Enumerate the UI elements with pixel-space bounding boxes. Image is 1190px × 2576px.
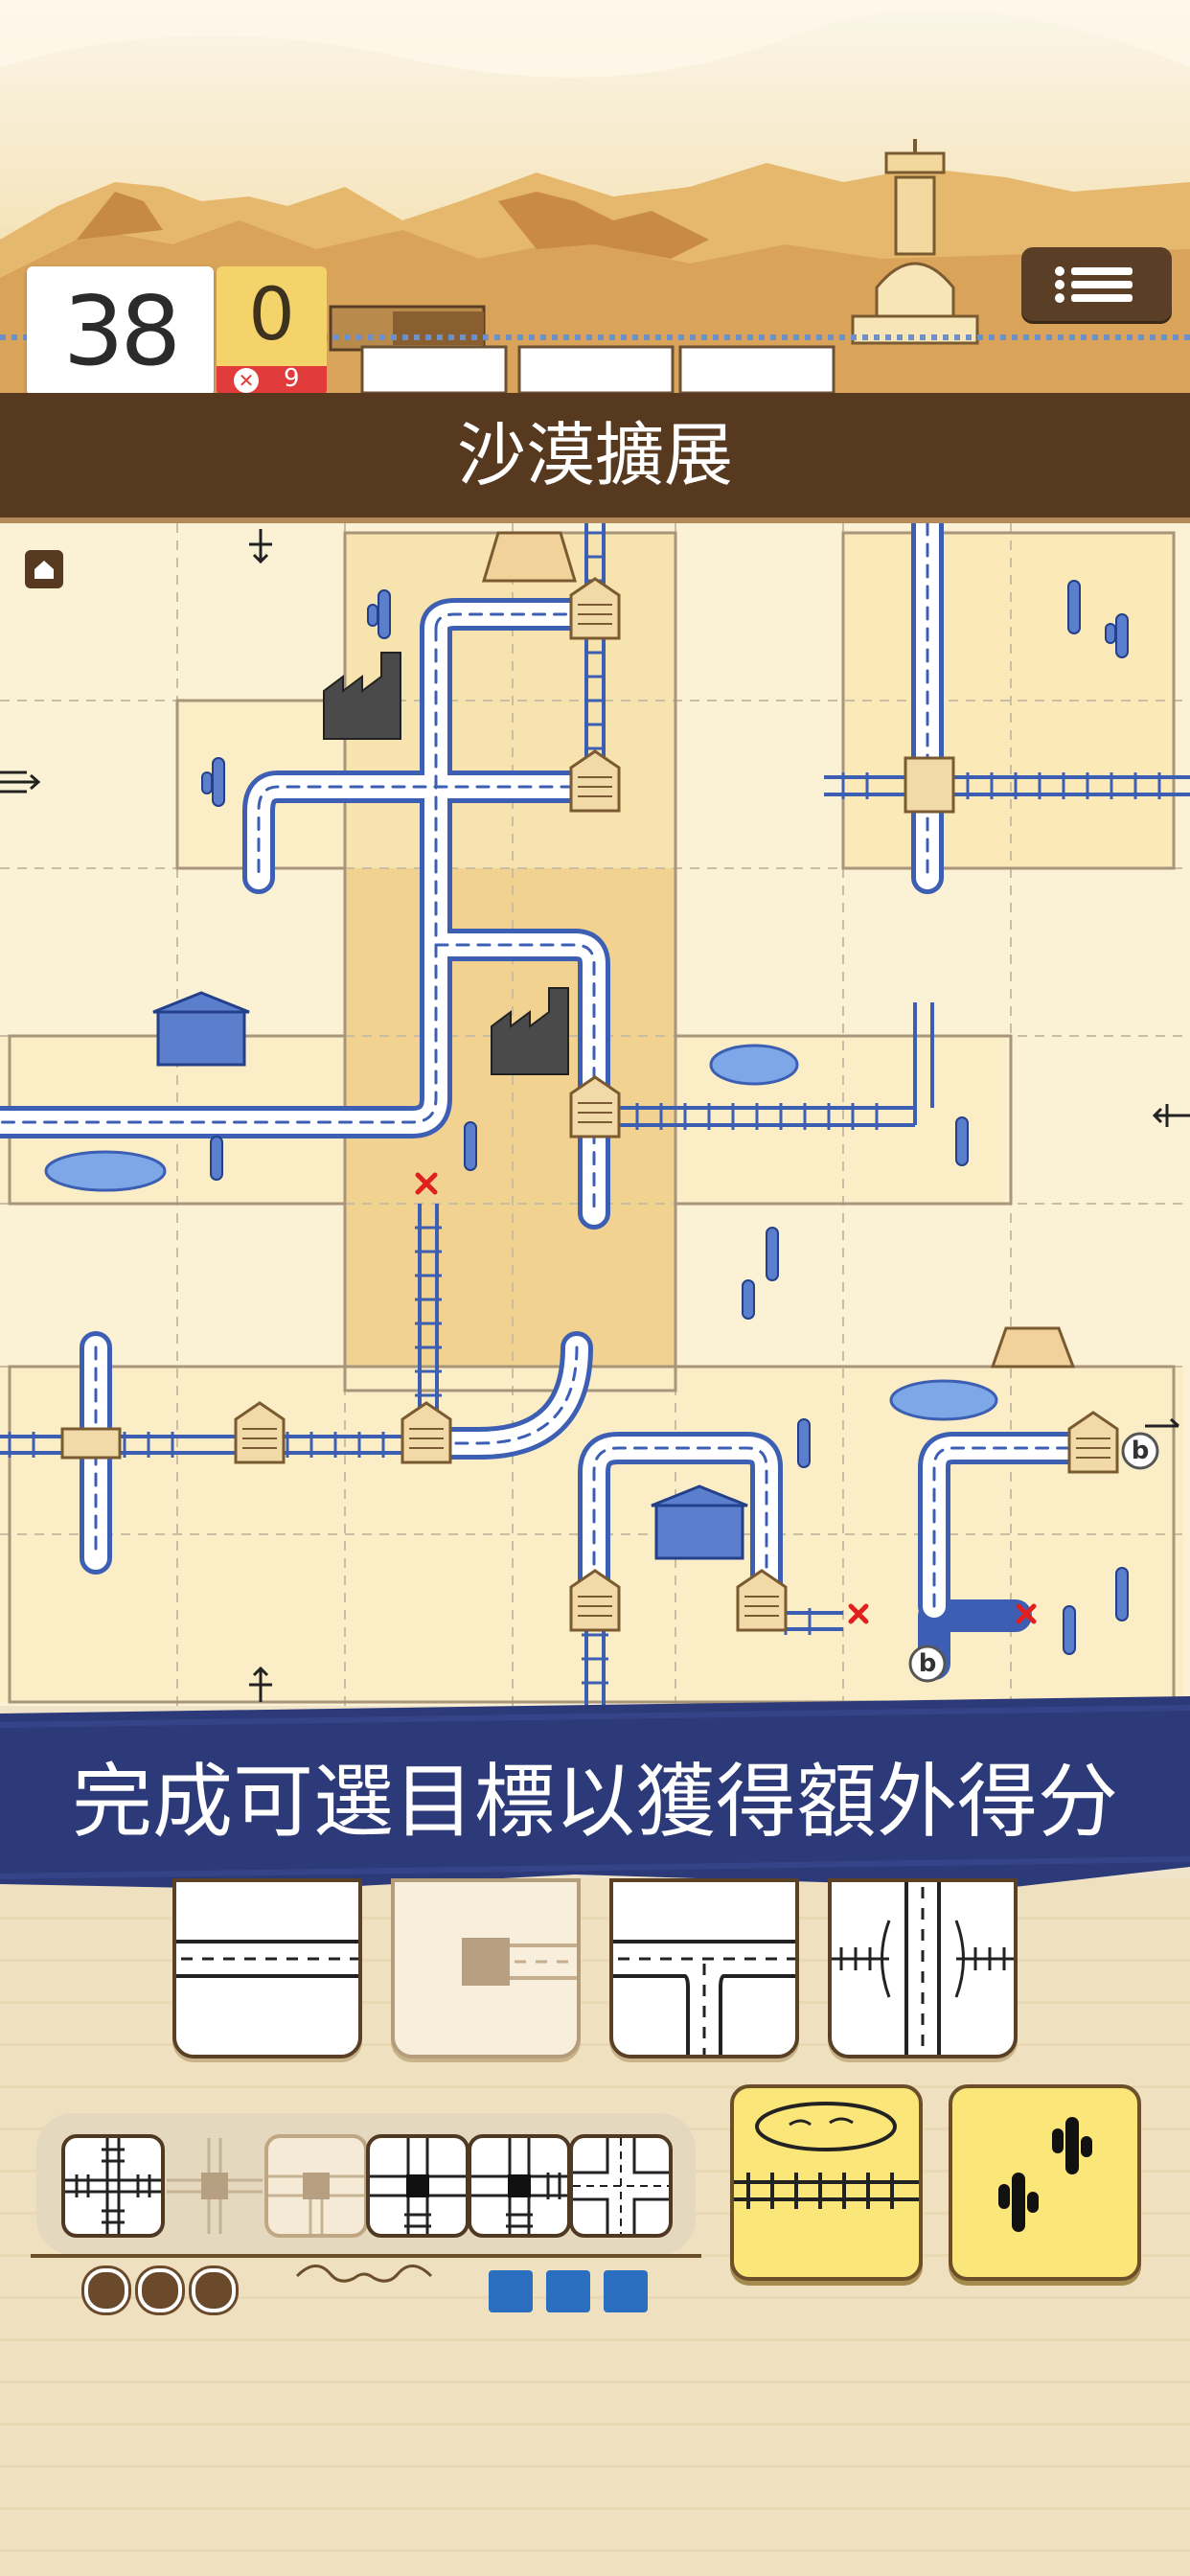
blocked-x-icon (415, 1172, 1037, 1624)
menu-button[interactable] (1021, 247, 1172, 321)
road-t-junction-icon (613, 1940, 795, 2055)
road-cross-icon (573, 2138, 669, 2234)
oasis-icon (44, 1044, 998, 1421)
die-station-road-rail[interactable] (366, 2134, 469, 2238)
station-junction-icon (370, 2138, 466, 2234)
level-title: 沙漠擴展 (456, 415, 733, 495)
tray-divider (31, 2254, 701, 2258)
special-tile-cactus[interactable] (949, 2084, 1141, 2281)
station-icon (546, 2270, 590, 2312)
saloon-icon (152, 991, 748, 1560)
score-value: 38 (62, 275, 181, 387)
landscape-header (0, 0, 1190, 393)
die-road-cross[interactable] (569, 2134, 673, 2238)
stupa-icon (851, 139, 979, 345)
station-icon (489, 2270, 533, 2312)
rail-cross-icon (65, 2138, 161, 2234)
route-tile-straight[interactable] (172, 1878, 362, 2058)
home-icon (34, 561, 54, 579)
list-menu-icon (1055, 266, 1133, 303)
route-tile-used[interactable] (391, 1878, 581, 2058)
rail-station-icon (167, 2138, 263, 2234)
station-icon (604, 2270, 648, 2312)
special-tile-oasis-rail[interactable] (730, 2084, 923, 2281)
exit-badge-bottom: b (918, 1649, 937, 1678)
exit-badge-right: b (1131, 1437, 1150, 1465)
die-station-cross[interactable] (468, 2134, 571, 2238)
ornament-flourish (295, 2265, 433, 2283)
coin-icon (138, 2268, 182, 2312)
cactus-icon (201, 580, 1129, 1655)
home-button[interactable] (25, 550, 63, 588)
coin-icon (192, 2268, 236, 2312)
score-counter: 38 (27, 266, 214, 396)
objective-banner (0, 1696, 1190, 1890)
road-straight-icon (176, 1940, 358, 1978)
objective-text: 完成可選目標以獲得額外得分 (71, 1755, 1118, 1849)
dice-tray (36, 2113, 696, 2255)
board-grid (0, 507, 1190, 1706)
road-rail-overpass-icon (832, 1882, 1014, 2055)
game-board[interactable]: b b (0, 507, 1190, 1706)
penalty-value: 9 (284, 364, 300, 393)
road-rail-station-icon (268, 2173, 364, 2234)
die-used (163, 2134, 266, 2238)
route-tile-t-junction[interactable] (609, 1878, 799, 2058)
die-station-dim[interactable] (264, 2134, 368, 2238)
oasis-icon (734, 2102, 919, 2209)
exit-arrow-icon (0, 529, 1190, 1702)
road-station-icon (462, 1938, 577, 1986)
cactus-icon (998, 2117, 1092, 2232)
die-rail-cross[interactable] (61, 2134, 165, 2238)
train-icon (329, 305, 486, 352)
level-title-bar: 沙漠擴展 (0, 393, 1190, 523)
station-cross-icon (471, 2138, 567, 2234)
factory-icon (323, 652, 569, 1075)
penalty-counter: ✕ 9 (217, 364, 327, 396)
penalty-x-icon: ✕ (234, 368, 259, 393)
bonus-value: 0 (248, 271, 295, 356)
coin-icon (84, 2268, 128, 2312)
route-tile-overpass[interactable] (828, 1878, 1018, 2058)
